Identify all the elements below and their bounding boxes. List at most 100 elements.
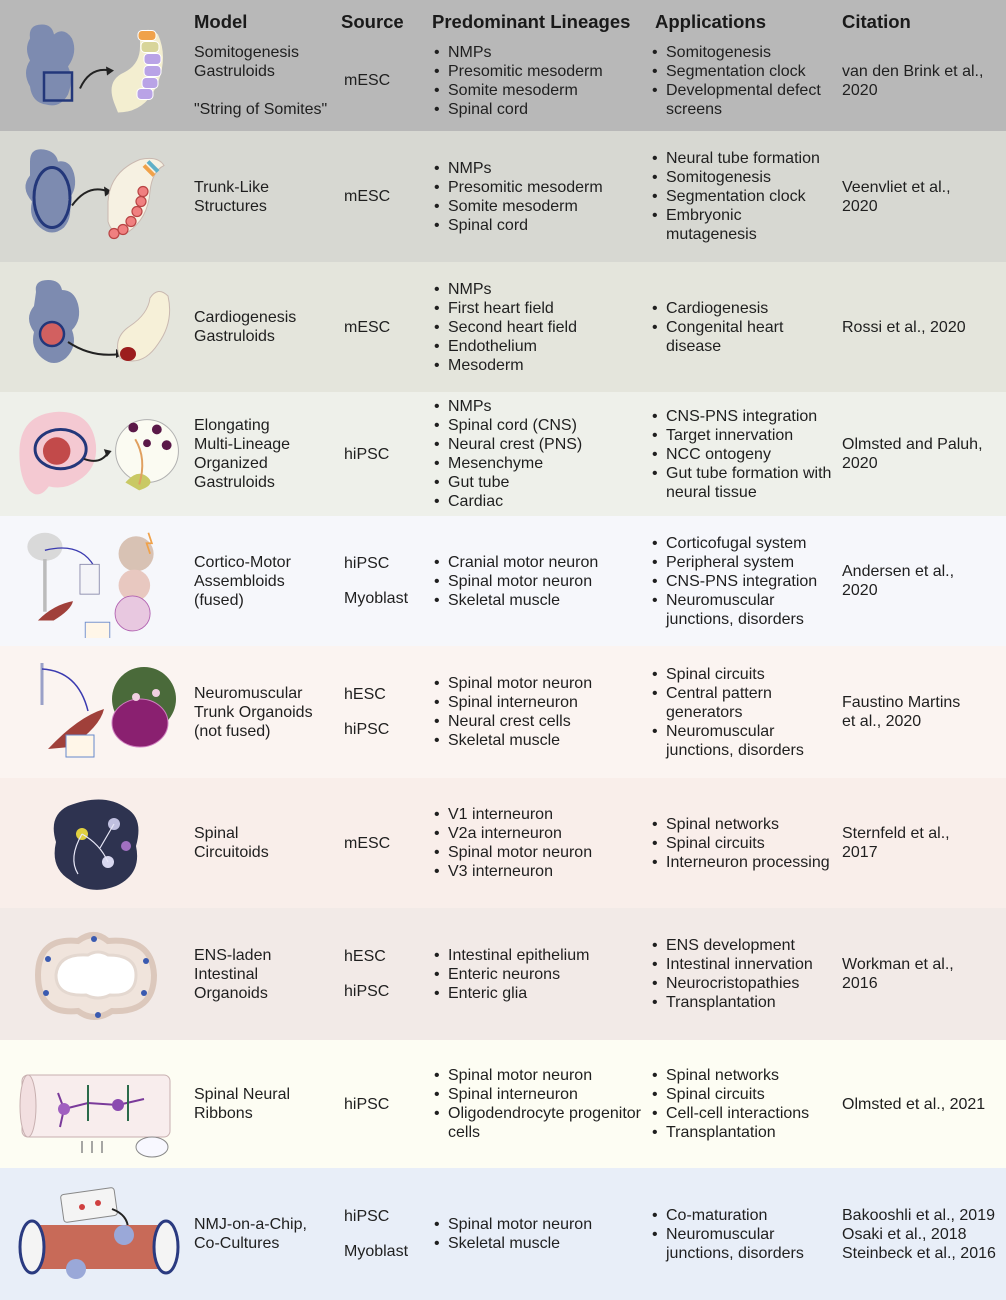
source-cell: mESC bbox=[344, 262, 426, 392]
source-cell-line: hiPSC bbox=[344, 555, 390, 572]
application-list-item: Intestinal innervation bbox=[650, 955, 835, 974]
lineage-list-item: Oligodendrocyte progenitor cells bbox=[432, 1104, 650, 1142]
table-row: ENS-ladenIntestinalOrganoidshESChiPSCInt… bbox=[0, 908, 1006, 1040]
model-name-line: Gastruloids bbox=[194, 474, 275, 491]
application-list-item: Peripheral system bbox=[650, 553, 835, 572]
source-cell-line: hiPSC bbox=[344, 1207, 390, 1225]
lineage-list-item: Cardiac bbox=[432, 492, 650, 511]
header-model: Model bbox=[194, 11, 248, 32]
citation-cell-line: 2020 bbox=[842, 81, 878, 99]
application-list: ENS developmentIntestinal innervationNeu… bbox=[650, 908, 835, 1040]
citation-cell: Sternfeld et al., 2017 bbox=[842, 778, 1004, 908]
model-name-line: Gastruloids bbox=[194, 328, 275, 345]
application-list-item: Transplantation bbox=[650, 993, 835, 1012]
citation-cell: Veenvliet et al.,2020 bbox=[842, 131, 1004, 262]
citation-cell: Olmsted et al., 2021 bbox=[842, 1040, 1004, 1168]
application-list-item: Somitogenesis bbox=[650, 168, 835, 187]
model-illustration bbox=[8, 139, 180, 254]
application-list: Spinal networksSpinal circuitsCell-cell … bbox=[650, 1040, 835, 1168]
application-list-item: Congenital heart disease bbox=[650, 318, 835, 356]
source-cell-line: hiPSC bbox=[344, 721, 390, 739]
model-name-line: Organized bbox=[194, 455, 268, 472]
model-name-line: Gastruloids bbox=[194, 62, 275, 80]
application-list-item: Spinal networks bbox=[650, 1066, 835, 1085]
citation-cell-line: Faustino Martins bbox=[842, 694, 961, 711]
model-illustration bbox=[8, 1176, 180, 1292]
application-list-item: Interneuron processing bbox=[650, 853, 835, 872]
citation-cell-line: Rossi et al., 2020 bbox=[842, 318, 966, 336]
source-cell-line: mESC bbox=[344, 188, 391, 205]
lineage-list-item: Enteric neurons bbox=[432, 965, 650, 984]
lineage-list: NMPsFirst heart fieldSecond heart fieldE… bbox=[432, 262, 650, 392]
model-name-line: (not fused) bbox=[194, 722, 271, 740]
model-name-line: Trunk Organoids bbox=[194, 703, 313, 721]
citation-cell-line: Sternfeld et al., bbox=[842, 825, 950, 842]
lineage-list-item: Skeletal muscle bbox=[432, 731, 650, 750]
model-illustration bbox=[8, 524, 180, 638]
application-list-item: Central pattern generators bbox=[650, 684, 835, 722]
model-illustration bbox=[8, 786, 180, 900]
application-list-item: Developmental defect screens bbox=[650, 81, 835, 119]
lineage-list: Spinal motor neuronSpinal interneuronOli… bbox=[432, 1040, 650, 1168]
header-applications: Applications bbox=[655, 11, 767, 32]
application-list: CNS-PNS integrationTarget innervationNCC… bbox=[650, 392, 835, 516]
model-illustration bbox=[8, 400, 180, 508]
header-lineages: Predominant Lineages bbox=[432, 11, 631, 32]
citation-cell-line: Osaki et al., 2018 bbox=[842, 1225, 967, 1243]
source-cell-line: hESC bbox=[344, 685, 386, 703]
header-source: Source bbox=[341, 11, 404, 32]
model-name: NMJ-on-a-Chip,Co-Cultures bbox=[194, 1168, 334, 1300]
citation-cell-line: Andersen et al., bbox=[842, 563, 955, 580]
lineage-list-item: Somite mesoderm bbox=[432, 81, 650, 100]
model-name-line: Organoids bbox=[194, 984, 268, 1002]
application-list-item: Cell-cell interactions bbox=[650, 1104, 835, 1123]
application-list-item: Neural tube formation bbox=[650, 149, 835, 168]
application-list-item: Neurocristopathies bbox=[650, 974, 835, 993]
model-name-line: Elongating bbox=[194, 417, 270, 434]
model-name-line: Neuromuscular bbox=[194, 684, 303, 702]
model-name-line: (fused) bbox=[194, 591, 244, 609]
application-list-item: CNS-PNS integration bbox=[650, 407, 835, 426]
lineage-list-item: Spinal motor neuron bbox=[432, 674, 650, 693]
lineage-list-item: Second heart field bbox=[432, 318, 650, 337]
lineage-list-item: Somite mesoderm bbox=[432, 197, 650, 216]
application-list-item: Neuromuscular junctions, disorders bbox=[650, 722, 835, 760]
citation-cell-line: 2017 bbox=[842, 844, 878, 861]
lineage-list-item: Mesenchyme bbox=[432, 454, 650, 473]
application-list: CardiogenesisCongenital heart disease bbox=[650, 262, 835, 392]
application-list-item: Embryonic mutagenesis bbox=[650, 206, 835, 244]
application-list-item: Cardiogenesis bbox=[650, 299, 835, 318]
application-list: Spinal networksSpinal circuitsInterneuro… bbox=[650, 778, 835, 908]
citation-cell: Olmsted and Paluh,2020 bbox=[842, 392, 1004, 516]
model-name-line: Intestinal bbox=[194, 965, 259, 983]
application-list-item: Spinal circuits bbox=[650, 665, 835, 684]
model-illustration bbox=[8, 1048, 180, 1160]
lineage-list: NMPsPresomitic mesodermSomite mesodermSp… bbox=[432, 30, 650, 131]
model-name-line: ENS-laden bbox=[194, 946, 272, 964]
source-cell: mESC bbox=[344, 131, 426, 262]
lineage-list-item: Cranial motor neuron bbox=[432, 553, 650, 572]
lineage-list-item: Spinal cord bbox=[432, 100, 650, 119]
application-list: SomitogenesisSegmentation clockDevelopme… bbox=[650, 30, 835, 131]
source-cell-line: mESC bbox=[344, 318, 391, 336]
model-name-line: Cortico-Motor bbox=[194, 553, 291, 571]
source-cell-line: Myoblast bbox=[344, 590, 409, 607]
lineage-list: Intestinal epitheliumEnteric neuronsEnte… bbox=[432, 908, 650, 1040]
lineage-list-item: Neural crest (PNS) bbox=[432, 435, 650, 454]
lineage-list-item: Spinal motor neuron bbox=[432, 843, 650, 862]
source-cell: hiPSC bbox=[344, 1040, 426, 1168]
application-list-item: Co-maturation bbox=[650, 1206, 835, 1225]
application-list-item: CNS-PNS integration bbox=[650, 572, 835, 591]
lineage-list-item: Spinal cord (CNS) bbox=[432, 416, 650, 435]
source-cell: hESC hiPSC bbox=[344, 646, 426, 778]
lineage-list-item: Spinal motor neuron bbox=[432, 572, 650, 591]
